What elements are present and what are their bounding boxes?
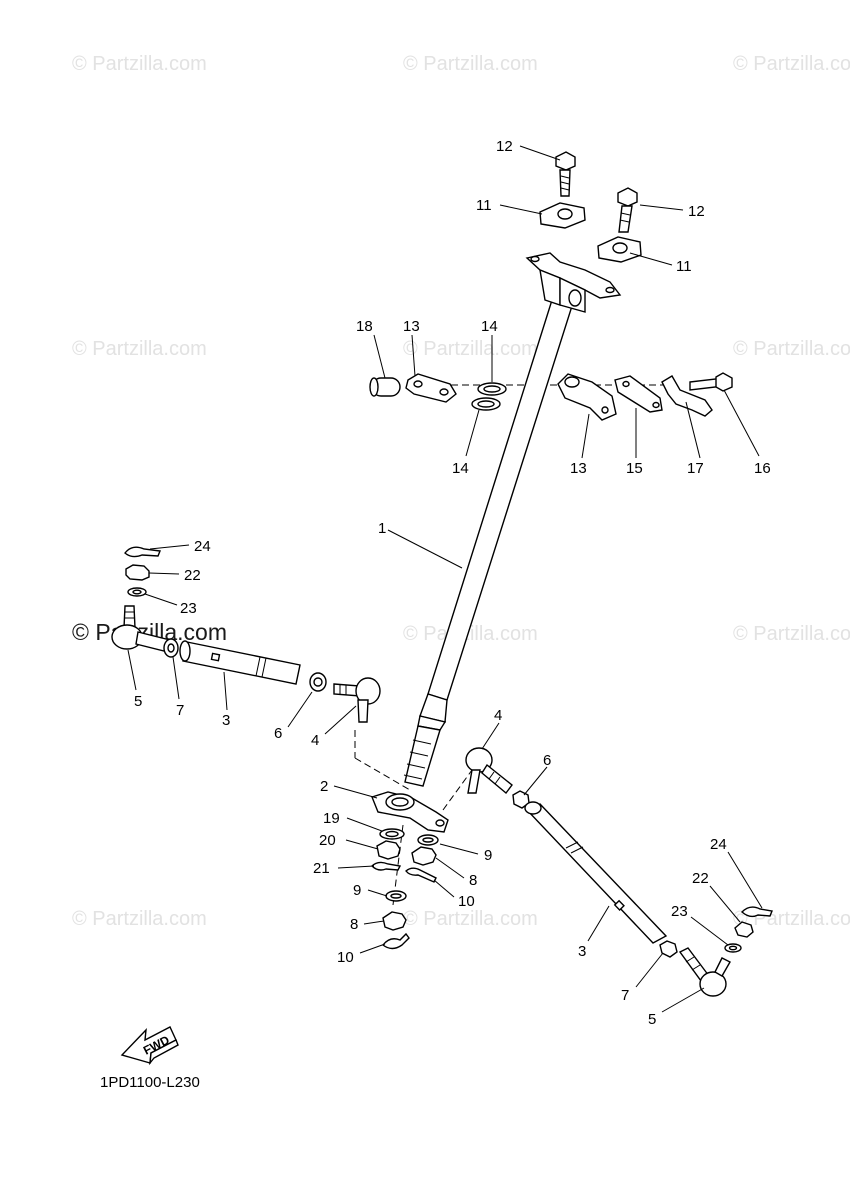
steering-shaft — [403, 299, 573, 787]
callout-12: 12 — [496, 138, 513, 155]
column-bracket — [525, 252, 622, 313]
watermark: © Partzilla.com — [72, 908, 207, 930]
callout-4: 4 — [311, 732, 319, 749]
callout-1: 1 — [378, 520, 386, 537]
watermarks: © Partzilla.com © Partzilla.com © Partzi… — [72, 53, 850, 930]
bolt-12-left — [555, 151, 576, 197]
callout-24: 24 — [194, 538, 211, 555]
collar-18 — [369, 377, 401, 397]
cotter-pin-24-right — [740, 906, 773, 918]
watermark: © Partzilla.com — [403, 338, 538, 360]
watermark: © Partzilla.com — [72, 338, 207, 360]
plate-15 — [614, 375, 663, 413]
callout-14: 14 — [481, 318, 498, 335]
watermark: © Partzilla.com — [403, 623, 538, 645]
callout-12: 12 — [688, 203, 705, 220]
callout-4: 4 — [494, 707, 502, 724]
callout-11: 11 — [676, 258, 692, 275]
washer-23-right — [724, 943, 742, 953]
callout-8: 8 — [469, 872, 477, 889]
watermark: © Partzilla.com — [72, 53, 207, 75]
callout-15: 15 — [626, 460, 643, 477]
callout-5: 5 — [134, 693, 142, 710]
locknut-7-right — [659, 940, 678, 958]
tie-rod-end-5-right — [678, 947, 731, 997]
leader-lines — [127, 145, 763, 1013]
callout-13: 13 — [403, 318, 420, 335]
nut-8-upper — [411, 846, 437, 866]
cotter-pin-10-lower — [382, 932, 410, 950]
callout-23: 23 — [180, 600, 197, 617]
watermark: © Partzilla.com — [733, 338, 850, 360]
pitman-arm-2 — [371, 791, 449, 833]
locknut-6-left — [309, 672, 327, 692]
tie-rod-end-4-right — [465, 747, 513, 795]
washer-9-lower — [385, 890, 407, 902]
callout-3: 3 — [222, 712, 230, 729]
callout-14: 14 — [452, 460, 469, 477]
callout-19: 19 — [323, 810, 340, 827]
washer-9-upper — [417, 834, 439, 846]
callout-24: 24 — [710, 836, 727, 853]
nut-8-lower — [382, 911, 407, 931]
washer-14-upper — [477, 382, 507, 396]
callout-6: 6 — [543, 752, 551, 769]
washer-19 — [379, 828, 405, 840]
callout-20: 20 — [319, 832, 336, 849]
washer-23-left — [127, 587, 147, 597]
callout-18: 18 — [356, 318, 373, 335]
nut-22-right — [734, 921, 754, 938]
callout-7: 7 — [621, 987, 629, 1004]
callout-21: 21 — [313, 860, 330, 877]
callout-13: 13 — [570, 460, 587, 477]
callout-5: 5 — [648, 1011, 656, 1028]
lock-plate-17 — [661, 375, 713, 417]
locknut-7-left — [163, 638, 179, 658]
clamp-11-right — [597, 236, 642, 263]
bushing-13-left — [405, 373, 457, 403]
callout-9: 9 — [484, 847, 492, 864]
callout-labels: 12 12 11 11 18 13 14 14 13 15 17 16 1 24… — [134, 138, 771, 1028]
watermark: © Partzilla.com — [733, 53, 850, 75]
diagram-code: 1PD1100-L230 — [100, 1074, 200, 1091]
bolt-16 — [689, 372, 733, 392]
washer-14-lower — [471, 397, 501, 411]
callout-7: 7 — [176, 702, 184, 719]
bushing-13-right — [557, 373, 617, 421]
callout-2: 2 — [320, 778, 328, 795]
callout-6: 6 — [274, 725, 282, 742]
callout-10: 10 — [337, 949, 354, 966]
callout-16: 16 — [754, 460, 771, 477]
tie-rod-3-right — [524, 801, 668, 944]
forward-arrow-icon: FWD — [120, 1026, 179, 1066]
tie-rod-3-left — [179, 640, 301, 685]
callout-22: 22 — [184, 567, 201, 584]
cotter-pin-10-upper — [405, 867, 437, 883]
watermark: © Partzilla.com — [733, 623, 850, 645]
callout-8: 8 — [350, 916, 358, 933]
tie-rod-end-4-left — [333, 677, 381, 723]
cotter-pin-21 — [371, 861, 402, 871]
watermark: © Partzilla.com — [403, 908, 538, 930]
watermark: © Partzilla.com — [403, 53, 538, 75]
callout-10: 10 — [458, 893, 475, 910]
cotter-pin-24-left — [124, 546, 161, 558]
callout-23: 23 — [671, 903, 688, 920]
callout-3: 3 — [578, 943, 586, 960]
bolt-12-right — [617, 187, 638, 233]
nut-22-left — [125, 564, 150, 581]
callout-11: 11 — [476, 197, 492, 214]
callout-17: 17 — [687, 460, 704, 477]
clamp-11-left — [539, 202, 586, 229]
callout-22: 22 — [692, 870, 709, 887]
nut-20 — [376, 840, 401, 860]
callout-9: 9 — [353, 882, 361, 899]
